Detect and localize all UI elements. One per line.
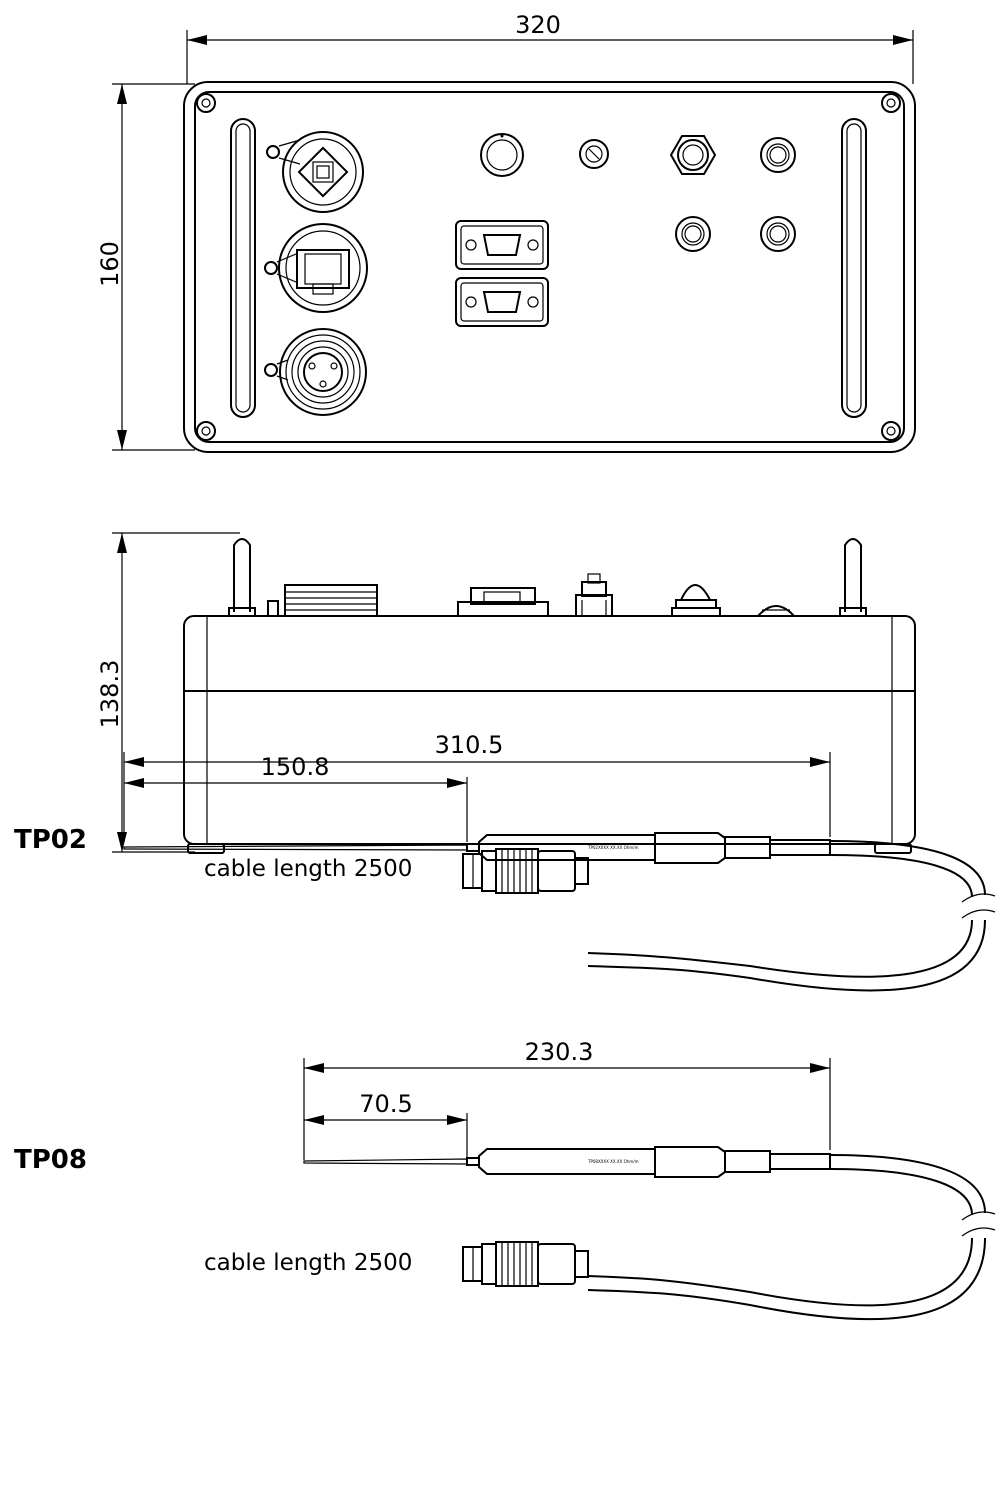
round-connector-right-top [760,137,796,173]
dsub-connector-top [455,220,549,270]
side-gland-fitting [671,584,721,617]
probe-tp08: TP08 230.3 70.5 TP08XXXX XX.XX Ohm/m [14,1038,996,1321]
side-height-dimension: 138.3 [96,532,240,853]
corner-screw-bottom-right [881,421,901,441]
round-connector-large [480,133,524,177]
tp08-needle-label: 70.5 [359,1090,412,1118]
power-connector-icon [264,328,367,416]
corner-screw-bottom-left [196,421,216,441]
side-small-fitting [755,605,797,617]
tp02-label: TP02 [14,825,87,855]
front-view: 320 160 [96,11,916,453]
usb-connector-icon [266,131,364,213]
tp08-cable-top [829,1154,986,1214]
front-width-dimension: 320 [186,11,914,84]
antenna-left [228,538,256,617]
corner-screw-top-right [881,93,901,113]
tp08-label: TP08 [14,1145,87,1175]
tp08-needle-dimension: 70.5 [304,1090,468,1160]
tp08-cable-connector [462,1241,589,1287]
probe-tp02: TP02 310.5 150.8 TP02XXXX XX.XX Ohm/m [14,731,996,992]
front-panel-outline [183,81,916,453]
tp02-cable-bottom [587,919,986,992]
tp08-total-dimension: 230.3 [303,1038,831,1160]
front-height-label: 160 [96,241,124,287]
tp08-cable-bottom [587,1237,986,1321]
foot-left [187,843,225,854]
front-height-dimension: 160 [96,83,195,451]
side-bnc-fitting [575,573,613,617]
ethernet-connector-icon [264,223,368,313]
hex-gland-connector [669,135,717,175]
side-view: 138.3 [96,532,916,854]
tp02-marking: TP02XXXX XX.XX Ohm/m [587,845,639,850]
handle-right [841,118,867,418]
tp02-cable-connector [462,848,589,894]
tp08-marking: TP08XXXX XX.XX Ohm/m [587,1159,639,1164]
tp02-total-dimension: 310.5 [123,731,831,842]
tp02-needle [123,844,468,851]
front-width-label: 320 [515,11,561,39]
side-height-label: 138.3 [96,660,124,729]
tp08-total-label: 230.3 [525,1038,594,1066]
side-dsub-fitting [457,587,549,617]
round-connector-mid-left [675,216,711,252]
dsub-connector-bottom [455,277,549,327]
round-connector-mid-right [760,216,796,252]
side-body-outline [183,615,916,845]
antenna-right [839,538,867,617]
corner-screw-top-left [196,93,216,113]
front-panel-inner [194,91,905,443]
side-usb-fitting [267,584,378,617]
tp02-total-label: 310.5 [435,731,504,759]
round-connector-small [579,139,609,169]
tp02-cable-top [829,840,986,896]
tp02-needle-label: 150.8 [261,753,330,781]
tp08-needle [303,1158,468,1165]
tp02-cable-caption: cable length 2500 [204,856,412,882]
tp02-needle-dimension: 150.8 [124,753,468,842]
tp08-cable-caption: cable length 2500 [204,1250,412,1276]
handle-left [230,118,256,418]
